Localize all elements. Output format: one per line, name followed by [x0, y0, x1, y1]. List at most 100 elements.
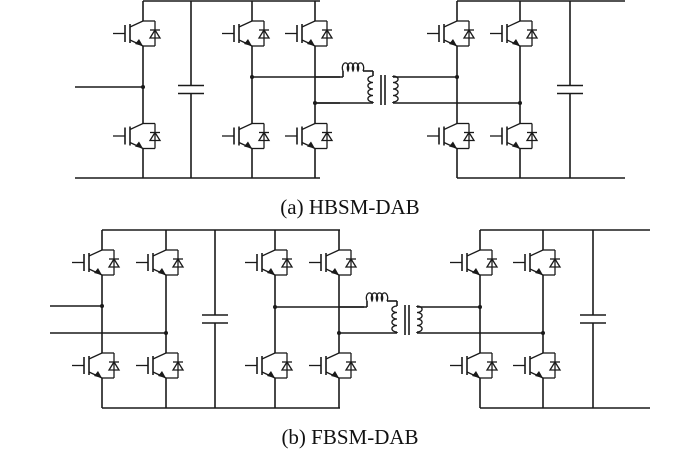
collector-diag — [529, 249, 544, 257]
panel-a-hbsm-dab — [75, 0, 625, 179]
junction-dot — [164, 331, 168, 335]
collector-diag — [261, 352, 276, 360]
emitter-arrow-icon — [267, 371, 275, 378]
diode-icon — [462, 28, 476, 39]
diode-icon — [171, 360, 185, 371]
igbt-switch — [427, 113, 476, 159]
collector-diag — [301, 122, 316, 131]
diode-icon — [320, 131, 334, 142]
emitter-arrow-icon — [331, 268, 339, 275]
bridge-leg — [427, 1, 476, 178]
diode-icon — [320, 28, 334, 39]
emitter-arrow-icon — [512, 141, 520, 149]
diode-icon — [171, 257, 185, 268]
diode-icon — [344, 360, 358, 371]
emitter-arrow-icon — [449, 39, 457, 46]
collector-diag — [129, 122, 144, 131]
collector-diag — [152, 249, 167, 257]
collector-diag — [529, 352, 544, 360]
bridge-leg — [285, 1, 334, 178]
diode-icon — [257, 131, 271, 142]
emitter-arrow-icon — [244, 141, 252, 149]
emitter-arrow-icon — [158, 371, 166, 378]
igbt-switch — [222, 113, 271, 159]
collector-diag — [152, 352, 167, 360]
collector-diag — [466, 249, 481, 257]
collector-diag — [238, 122, 253, 131]
igbt-switch — [245, 240, 294, 285]
collector-diag — [506, 122, 521, 131]
igbt-switch — [245, 343, 294, 388]
transformer-winding-icon — [416, 305, 423, 333]
igbt-switch — [113, 113, 162, 159]
emitter-arrow-icon — [535, 268, 543, 275]
igbt-switch — [450, 343, 499, 388]
collector-diag — [506, 20, 521, 28]
collector-diag — [466, 352, 481, 360]
bridge-leg — [490, 1, 539, 178]
inductor-transformer — [315, 62, 457, 105]
igbt-switch — [309, 343, 358, 388]
inductor-coil-icon — [365, 292, 389, 303]
collector-diag — [301, 20, 316, 28]
diode-icon — [148, 131, 162, 142]
diode-icon — [280, 257, 294, 268]
diode-icon — [107, 257, 121, 268]
transformer-winding-icon — [391, 305, 398, 333]
junction-dot — [141, 85, 145, 89]
igbt-switch — [136, 343, 185, 388]
collector-diag — [325, 352, 340, 360]
inductor-coil-icon — [341, 62, 365, 73]
emitter-arrow-icon — [307, 39, 315, 46]
diode-icon — [107, 360, 121, 371]
igbt-switch — [513, 343, 562, 388]
igbt-switch — [427, 11, 476, 56]
collector-diag — [443, 20, 458, 28]
diode-icon — [485, 360, 499, 371]
dc-capacitor-icon — [580, 230, 606, 408]
diode-icon — [485, 257, 499, 268]
igbt-switch — [309, 240, 358, 285]
bridge-leg — [222, 1, 271, 178]
junction-dot — [273, 305, 277, 309]
emitter-arrow-icon — [512, 39, 520, 46]
emitter-arrow-icon — [449, 141, 457, 149]
igbt-switch — [490, 113, 539, 159]
bridge-leg — [136, 230, 185, 408]
emitter-arrow-icon — [472, 268, 480, 275]
inductor-transformer — [339, 292, 480, 335]
diode-icon — [525, 28, 539, 39]
collector-diag — [325, 249, 340, 257]
diode-icon — [257, 28, 271, 39]
diode-icon — [548, 360, 562, 371]
collector-diag — [88, 249, 103, 257]
emitter-arrow-icon — [94, 268, 102, 275]
diode-icon — [462, 131, 476, 142]
dc-capacitor-icon — [178, 1, 204, 178]
dc-capacitor-icon — [202, 230, 228, 408]
igbt-switch — [72, 240, 121, 285]
caption-b: (b) FBSM-DAB — [281, 425, 418, 449]
igbt-switch — [113, 11, 162, 56]
panel-b-fbsm-dab — [50, 229, 650, 409]
emitter-arrow-icon — [94, 371, 102, 378]
igbt-switch — [136, 240, 185, 285]
bridge-leg — [513, 230, 562, 408]
junction-dot — [250, 75, 254, 79]
emitter-arrow-icon — [158, 268, 166, 275]
collector-diag — [129, 20, 144, 28]
bridge-leg — [113, 1, 162, 178]
diode-icon — [344, 257, 358, 268]
diode-icon — [148, 28, 162, 39]
emitter-arrow-icon — [472, 371, 480, 378]
emitter-arrow-icon — [135, 141, 143, 149]
collector-diag — [443, 122, 458, 131]
emitter-arrow-icon — [307, 141, 315, 149]
diode-icon — [548, 257, 562, 268]
igbt-switch — [513, 240, 562, 285]
emitter-arrow-icon — [135, 39, 143, 46]
igbt-switch — [285, 11, 334, 56]
igbt-switch — [450, 240, 499, 285]
igbt-switch — [285, 113, 334, 159]
